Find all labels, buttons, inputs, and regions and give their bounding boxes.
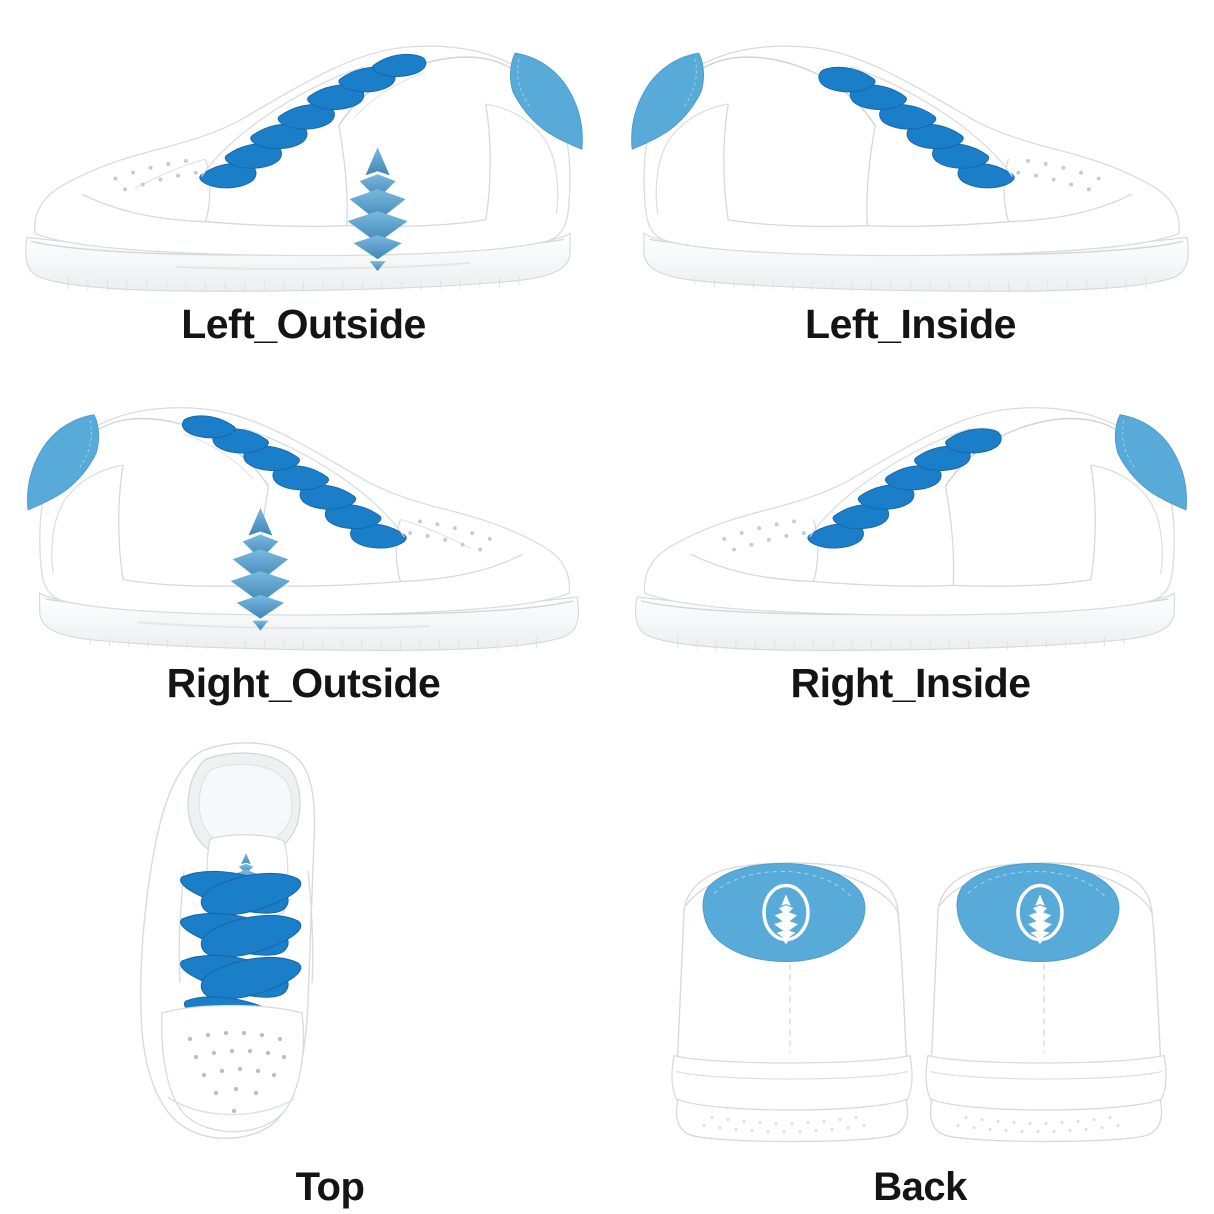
shoe-stage-right-outside	[0, 372, 607, 663]
heel-patch	[510, 52, 583, 150]
view-back: Back	[660, 830, 1180, 1207]
label-left-inside: Left_Inside	[805, 301, 1016, 347]
heel-patch	[27, 414, 100, 511]
shoe-upper	[39, 407, 571, 616]
shoe-top-image	[120, 715, 540, 1167]
shoe-left-outside-image	[0, 10, 607, 304]
shoe-stage-left-inside	[607, 10, 1214, 304]
shoe-stage-back	[660, 830, 1180, 1167]
shoe-back-image	[660, 830, 1180, 1167]
view-top: Top	[120, 715, 540, 1207]
laces	[199, 53, 427, 189]
view-left-inside: Left_Inside	[607, 10, 1214, 345]
shoe-stage-top	[120, 715, 540, 1167]
view-right-outside: Right_Outside	[0, 372, 607, 704]
label-back: Back	[873, 1165, 967, 1209]
label-top: Top	[295, 1165, 365, 1209]
pinecone-logo	[230, 507, 291, 631]
pinecone-logo	[347, 147, 408, 272]
shoe-left-inside-image	[607, 10, 1214, 304]
shoe-back-right	[924, 861, 1168, 1144]
label-right-outside: Right_Outside	[166, 660, 441, 706]
laces	[181, 415, 407, 549]
view-right-inside: Right_Inside	[607, 372, 1214, 704]
laces	[807, 428, 1002, 549]
heel-patch	[631, 52, 704, 150]
shoe-top-left	[140, 742, 316, 1140]
view-left-outside: Left_Outside	[0, 10, 607, 345]
shoe-right-inside-image	[607, 372, 1214, 663]
label-right-inside: Right_Inside	[790, 660, 1031, 706]
label-left-outside: Left_Outside	[181, 301, 426, 347]
shoe-right-outside-image	[0, 372, 607, 663]
shoe-upper	[643, 407, 1175, 616]
heel-patch	[1114, 414, 1187, 511]
shoe-back-left	[670, 861, 914, 1144]
shoe-stage-left-outside	[0, 10, 607, 304]
shoe-upper	[643, 45, 1180, 257]
shoe-stage-right-inside	[607, 372, 1214, 663]
laces	[818, 66, 1015, 189]
